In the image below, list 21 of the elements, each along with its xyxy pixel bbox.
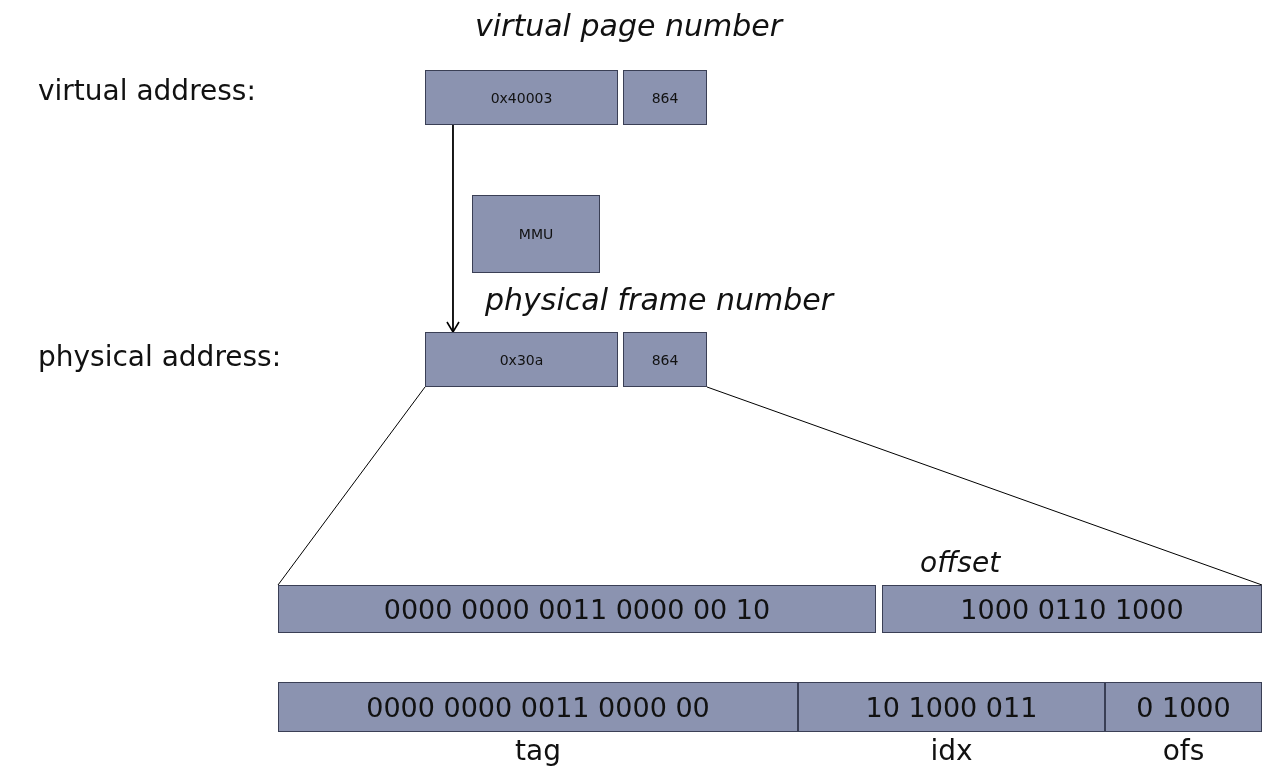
connector-line bbox=[706, 386, 1263, 586]
frame-number-field: 0x30a bbox=[425, 332, 618, 387]
field-heading: offset bbox=[920, 546, 1001, 579]
row-label: physical address: bbox=[38, 340, 282, 373]
index-bits-field: 10 1000 011 bbox=[798, 682, 1105, 732]
row-label: virtual address: bbox=[38, 74, 256, 107]
arrow bbox=[446, 124, 460, 333]
tag-bits-field: 0000 0000 0011 0000 00 bbox=[278, 682, 798, 732]
mmu-box: MMU bbox=[472, 195, 600, 273]
field-caption: ofs bbox=[1161, 734, 1206, 767]
page-number-field: 0x40003 bbox=[425, 70, 618, 125]
offset-field: 864 bbox=[623, 70, 707, 125]
field-heading: virtual page number bbox=[475, 8, 782, 43]
connector-line bbox=[277, 386, 426, 586]
field-caption: idx bbox=[929, 734, 974, 767]
field-caption: tag bbox=[514, 734, 562, 767]
field-heading: physical frame number bbox=[485, 282, 834, 317]
offset-field: 864 bbox=[623, 332, 707, 387]
frame-bits-field: 0000 0000 0011 0000 00 10 bbox=[278, 585, 876, 633]
offset-bits-field: 0 1000 bbox=[1105, 682, 1262, 732]
offset-bits-field: 1000 0110 1000 bbox=[882, 585, 1262, 633]
